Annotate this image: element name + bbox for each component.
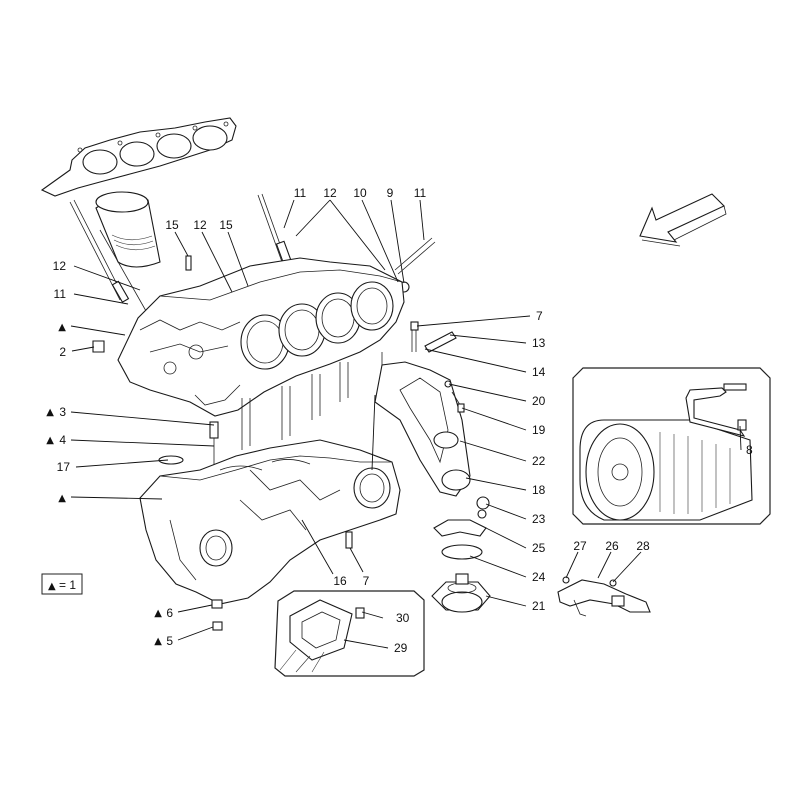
upper-crankcase xyxy=(117,257,405,417)
callout-19: 19 xyxy=(532,423,546,437)
front-direction-arrow xyxy=(639,193,727,247)
callout-7a: 7 xyxy=(536,309,543,323)
callout-14: 14 xyxy=(532,365,546,379)
callout-marker-6: ▲ xyxy=(154,608,162,619)
legend-text: = 1 xyxy=(59,578,76,592)
callout-16: 16 xyxy=(333,574,347,588)
callout-marker-crankcase: ▲ xyxy=(58,493,66,504)
callout-15b: 15 xyxy=(219,218,233,232)
callout-7b: 7 xyxy=(363,574,370,588)
drain-plugs xyxy=(92,340,353,631)
callout-2: 2 xyxy=(59,345,66,359)
callout-15a: 15 xyxy=(165,218,179,232)
callout-marker-4: ▲ xyxy=(46,435,54,446)
callout-28: 28 xyxy=(636,539,650,553)
engine-mount-bracket xyxy=(374,321,471,497)
lower-crankcase xyxy=(139,439,401,605)
inset-gearbox xyxy=(572,367,771,525)
callout-12b: 12 xyxy=(193,218,207,232)
callout-23: 23 xyxy=(532,512,546,526)
callout-12c: 12 xyxy=(53,259,67,273)
callout-8: 8 xyxy=(746,443,753,457)
callout-6: 6 xyxy=(166,606,173,620)
inset-oil-pump xyxy=(274,590,425,677)
callout-29: 29 xyxy=(394,641,408,655)
callout-17: 17 xyxy=(57,460,71,474)
engine-mount-stack xyxy=(431,496,491,613)
callout-25: 25 xyxy=(532,541,546,555)
callout-18: 18 xyxy=(532,483,546,497)
callout-5: 5 xyxy=(166,634,173,648)
callout-11c: 11 xyxy=(54,287,67,301)
callout-26: 26 xyxy=(605,539,619,553)
leader-lines xyxy=(70,199,742,649)
legend-symbol: ▲ xyxy=(48,581,56,592)
callout-labels: 11 12 10 9 11 15 12 15 12 11 ▲ 2 ▲ 3 ▲ 4… xyxy=(46,186,753,655)
callout-marker-3: ▲ xyxy=(46,407,54,418)
main-bearing-bolts xyxy=(158,362,349,500)
callout-3: 3 xyxy=(59,405,66,419)
callout-27: 27 xyxy=(573,539,587,553)
callout-11b: 11 xyxy=(414,186,427,200)
legend: ▲ = 1 xyxy=(41,573,83,595)
callout-4: 4 xyxy=(59,433,66,447)
callout-12a: 12 xyxy=(323,186,337,200)
callout-10: 10 xyxy=(353,186,367,200)
callout-21: 21 xyxy=(532,599,546,613)
head-gasket xyxy=(40,117,237,197)
callout-9: 9 xyxy=(387,186,394,200)
callout-20: 20 xyxy=(532,394,546,408)
cylinder-liner xyxy=(95,191,161,268)
callout-30: 30 xyxy=(396,611,410,625)
callout-11a: 11 xyxy=(294,186,307,200)
support-bracket xyxy=(557,576,651,617)
callout-24: 24 xyxy=(532,570,546,584)
callout-marker-block: ▲ xyxy=(58,322,66,333)
callout-marker-5: ▲ xyxy=(154,636,162,647)
callout-13: 13 xyxy=(532,336,546,350)
callout-22: 22 xyxy=(532,454,546,468)
